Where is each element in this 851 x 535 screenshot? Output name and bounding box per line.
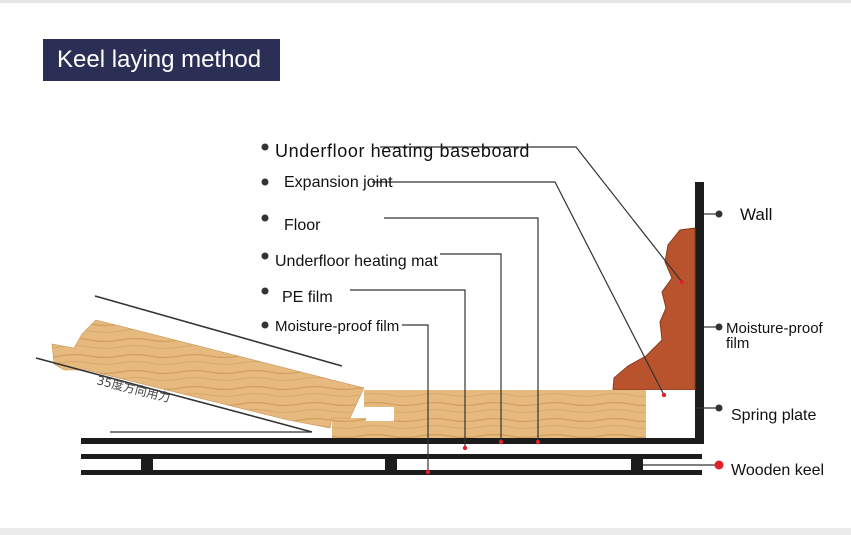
label-floor: Floor <box>284 217 321 234</box>
label-moisture-right-2: film <box>726 335 749 352</box>
leader-pe-film <box>350 289 466 448</box>
spring-plate-gap <box>646 390 695 438</box>
keel-rail-bottom <box>81 470 702 475</box>
label-baseboard: Underfloor heating baseboard <box>275 141 530 161</box>
leader-moisture-left <box>402 324 429 472</box>
leader-expansion-joint <box>372 181 665 396</box>
installed-floor-board <box>364 390 646 438</box>
left-label-bullets <box>261 143 269 329</box>
floor-tongue-end <box>332 418 366 438</box>
label-wall: Wall <box>740 205 772 224</box>
red-markers <box>425 279 724 475</box>
leader-heating-mat <box>440 253 502 442</box>
guide-line-upper <box>94 295 343 367</box>
diagram-title: Keel laying method <box>43 39 280 81</box>
label-moisture-right-1: Moisture-proof <box>726 320 824 337</box>
label-pe-film: PE film <box>282 289 333 306</box>
baseboard-shape <box>612 227 696 391</box>
bullet-baseboard <box>261 143 269 151</box>
bullet-pe-film <box>261 287 269 295</box>
label-spring-plate: Spring plate <box>731 407 816 424</box>
label-expansion-joint: Expansion joint <box>284 174 393 191</box>
bullet-floor <box>261 214 269 222</box>
bullet-spring-plate <box>715 404 723 412</box>
marker-wooden-keel <box>714 460 724 470</box>
marker-pe-film <box>462 445 468 451</box>
label-moisture-left: Moisture-proof film <box>275 318 399 335</box>
moisture-film-layer <box>81 438 702 444</box>
marker-expansion-joint <box>661 392 667 398</box>
bullet-moisture-left <box>261 321 269 329</box>
label-wooden-keel: Wooden keel <box>731 462 824 479</box>
wooden-keel-block <box>385 458 397 471</box>
label-heating-mat: Underfloor heating mat <box>275 253 438 270</box>
guide-line-lower <box>35 357 313 433</box>
marker-floor <box>535 439 541 445</box>
marker-heating-mat <box>498 439 504 445</box>
marker-baseboard <box>679 279 685 285</box>
bullet-wall <box>715 210 723 218</box>
keel-rail-top <box>81 454 702 459</box>
leader-baseboard <box>380 146 683 283</box>
right-label-bullets <box>715 210 723 412</box>
bottom-divider <box>0 528 851 535</box>
leader-lines <box>350 146 716 472</box>
tilted-floor-board <box>51 319 365 429</box>
marker-moisture-left <box>425 469 431 475</box>
bullet-expansion-joint <box>261 178 269 186</box>
bullet-moisture-right <box>715 323 723 331</box>
wooden-keel-block <box>631 458 643 471</box>
leader-floor <box>384 217 539 442</box>
wall <box>695 182 704 444</box>
floor-groove <box>364 407 394 421</box>
wooden-keel-block <box>141 458 153 471</box>
bullet-heating-mat <box>261 252 269 260</box>
top-divider <box>0 0 851 3</box>
